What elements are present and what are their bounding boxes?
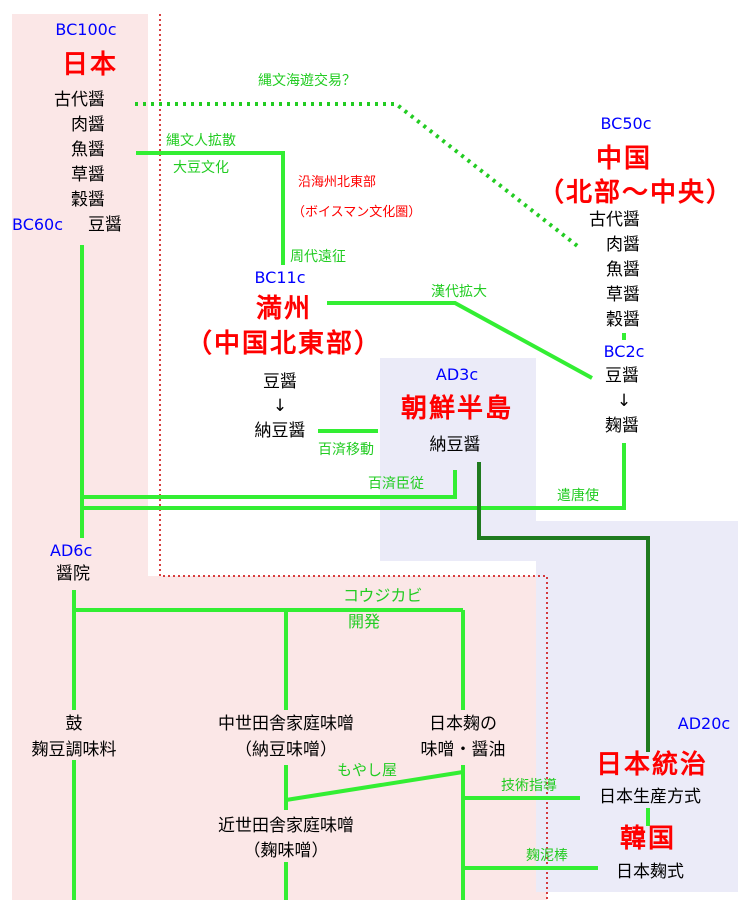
early-modern-miso-sub: （麹味噌） — [243, 841, 329, 861]
medieval-miso-sub: （納豆味噌） — [235, 740, 337, 760]
japanese-production-method: 日本生産方式 — [599, 787, 701, 807]
bright-connectors — [72, 151, 650, 900]
korea-natto-sauce: 納豆醤 — [429, 435, 481, 455]
era-bc11: BC11c — [254, 268, 306, 287]
korea-region-bg-lower — [380, 521, 547, 561]
china-sauce-grain: 穀醤 — [606, 310, 640, 330]
china-arrow: ↓ — [616, 391, 632, 411]
label-tech-guidance: 技術指導 — [501, 778, 557, 794]
japan-sauce-grain: 穀醤 — [71, 190, 105, 210]
era-bc50: BC50c — [600, 114, 652, 133]
china-subtitle: （北部〜中央） — [537, 178, 735, 208]
shoin-label: 醤院 — [56, 564, 90, 584]
korea-peninsula-title: 朝鮮半島 — [400, 394, 514, 424]
jomon-trade-route — [135, 102, 582, 250]
jp-koji-label-1: 日本麹の — [429, 714, 497, 734]
han-expansion-line — [327, 301, 593, 380]
era-bc60: BC60c — [12, 215, 64, 234]
japan-sauce-fish: 魚醤 — [71, 140, 105, 160]
label-soy-culture: 大豆文化 — [173, 160, 229, 176]
baekje-vassal-line — [82, 470, 457, 499]
china-koji-sauce: 麹醤 — [605, 416, 639, 436]
era-ad3: AD3c — [435, 365, 479, 384]
label-moyashi: もやし屋 — [337, 761, 398, 779]
label-boisman: （ボイスマン文化圏） — [292, 205, 422, 220]
label-zhou: 周代遠征 — [290, 249, 346, 265]
label-koji-mold: コウジカビ — [343, 586, 423, 605]
medieval-miso-label: 中世田舎家庭味噌 — [218, 714, 354, 734]
moyashi-line — [285, 770, 464, 802]
korea-title: 韓国 — [619, 824, 677, 854]
manchuria-arrow: ↓ — [272, 396, 288, 416]
japan-sauce-ancient: 古代醤 — [54, 90, 105, 110]
koji-seasoning-label: 麹豆調味料 — [31, 740, 117, 760]
early-modern-miso-label: 近世田舎家庭味噌 — [218, 816, 354, 836]
china-sauce-herb: 草醤 — [606, 285, 640, 305]
manchuria-bean-sauce: 豆醤 — [263, 372, 297, 392]
era-ad20: AD20c — [677, 714, 731, 733]
japan-title: 日本 — [61, 50, 119, 80]
continent-boundary — [159, 14, 548, 900]
label-han: 漢代拡大 — [431, 284, 487, 300]
china-sauce-meat: 肉醤 — [606, 235, 640, 255]
jomon-spread-line — [136, 151, 285, 265]
korea-region-bg-bottom — [547, 561, 738, 892]
era-ad6: AD6c — [50, 541, 93, 560]
manchuria-natto-sauce: 納豆醤 — [254, 421, 306, 441]
kentoshi-line — [82, 443, 626, 510]
label-baekje-vassal: 百済臣従 — [368, 476, 424, 492]
shi-label: 鼓 — [65, 714, 83, 734]
label-coastal-ne: 沿海州北東部 — [298, 175, 377, 190]
label-baekje-move: 百済移動 — [318, 442, 374, 458]
china-sauce-ancient: 古代醤 — [589, 210, 640, 230]
label-kentoshi: 遣唐使 — [557, 488, 599, 504]
label-jomon-trade: 縄文海遊交易？ — [258, 73, 356, 89]
korea-modern-line — [477, 462, 650, 752]
japan-sauce-meat: 肉醤 — [71, 115, 105, 135]
era-bc100: BC100c — [55, 20, 117, 39]
jp-koji-label-2: 味噌・醤油 — [420, 740, 506, 760]
china-bean-sauce: 豆醤 — [605, 366, 639, 386]
japan-region-bg-bottom — [12, 576, 547, 900]
japanese-koji-style: 日本麹式 — [616, 862, 684, 882]
japan-bean-sauce: 豆醤 — [88, 215, 122, 235]
china-sauce-fish: 魚醤 — [606, 260, 640, 280]
manchuria-title: 満州 — [255, 294, 313, 324]
label-kaihatsu: 開発 — [348, 612, 381, 631]
japan-sauce-herb: 草醤 — [71, 165, 105, 185]
manchuria-subtitle: （中国北東部） — [185, 329, 383, 359]
era-bc2: BC2c — [603, 342, 645, 361]
label-koji-theft: 麹泥棒 — [526, 848, 568, 864]
label-jomon-spread: 縄文人拡散 — [166, 133, 236, 149]
china-title: 中国 — [595, 144, 653, 174]
japanese-rule-title: 日本統治 — [595, 750, 709, 780]
